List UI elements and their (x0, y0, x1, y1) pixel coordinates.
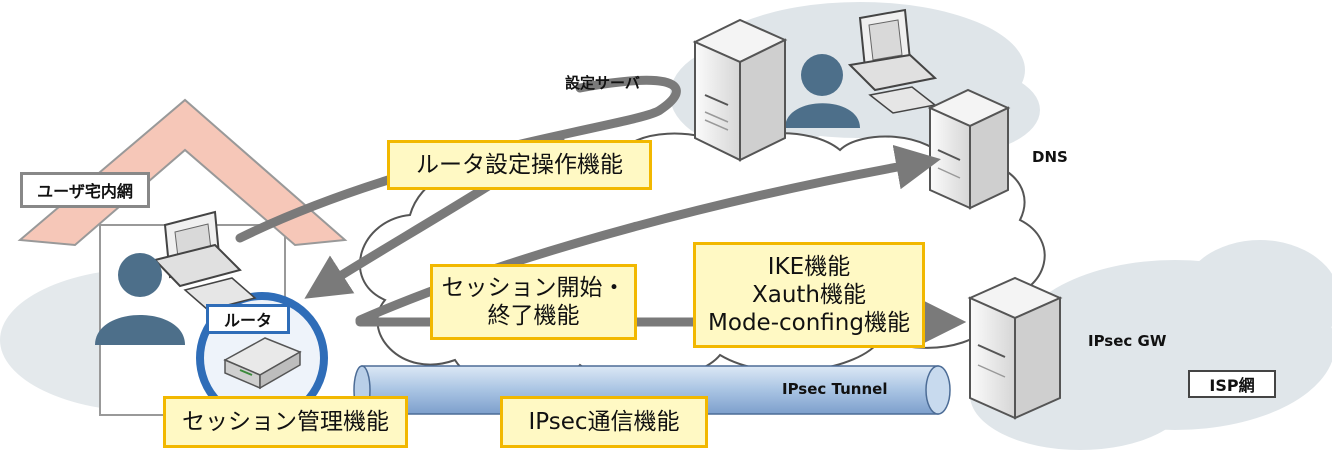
ike-function-line: IKE機能 (767, 253, 851, 280)
isp-network-label: ISP網 (1188, 370, 1276, 398)
mode-config-function-line: Mode-confing機能 (708, 310, 910, 337)
computer-icon (153, 210, 257, 311)
user-icon (785, 54, 860, 128)
ipsec-gw-label: IPsec GW (1088, 332, 1167, 350)
ipsec-communication-function-label: IPsec通信機能 (500, 396, 708, 448)
ike-xauth-modeconfig-function-label: IKE機能 Xauth機能 Mode-confing機能 (693, 242, 925, 348)
server-icon (967, 276, 1063, 420)
ipsec-tunnel-label: IPsec Tunnel (782, 380, 888, 398)
router-config-function-label: ルータ設定操作機能 (387, 140, 652, 190)
user-home-network-label: ユーザ宅内網 (20, 172, 150, 208)
server-icon (927, 88, 1011, 210)
config-server-label: 設定サーバ (565, 74, 640, 92)
user-icon (95, 253, 185, 345)
dns-label: DNS (1032, 148, 1068, 166)
server-icon (692, 18, 788, 162)
computer-icon (847, 8, 938, 114)
session-start-end-function-label: セッション開始・ 終了機能 (430, 264, 637, 340)
session-end-line: 終了機能 (487, 303, 580, 329)
session-management-function-label: セッション管理機能 (163, 396, 408, 448)
session-start-line: セッション開始・ (441, 274, 626, 301)
router-label: ルータ (206, 304, 290, 334)
xauth-function-line: Xauth機能 (751, 281, 867, 308)
